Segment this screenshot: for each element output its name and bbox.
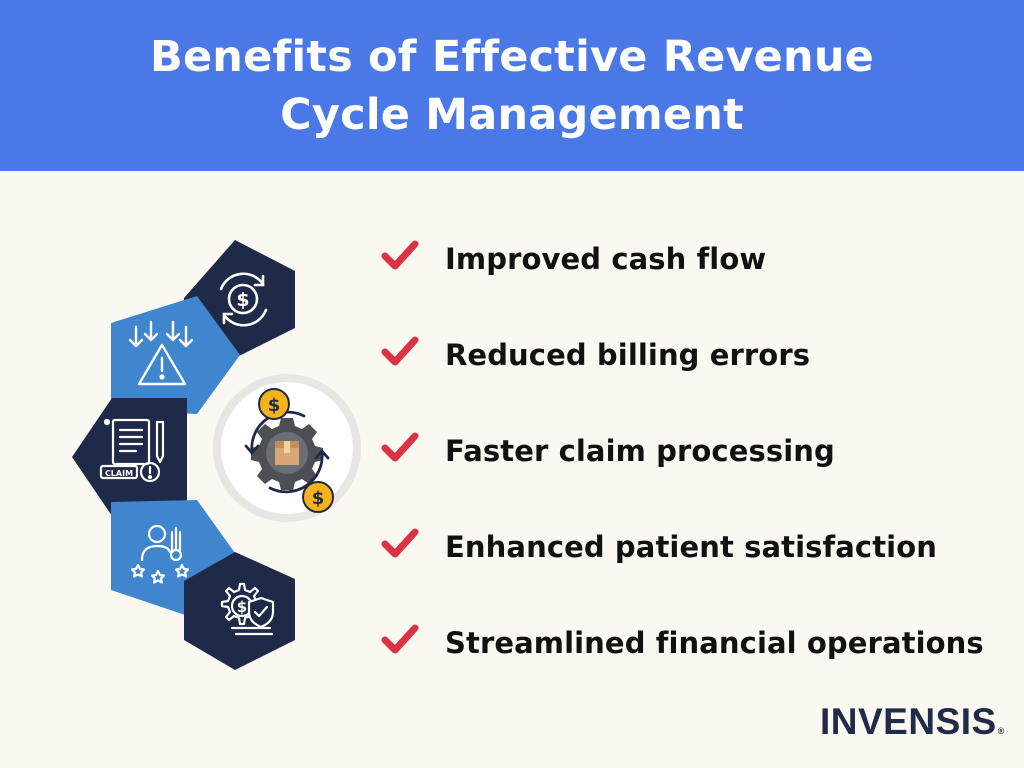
benefit-label: Enhanced patient satisfaction [445,530,937,564]
invensis-logo: INVENSIS® [820,700,1005,744]
check-icon [381,528,419,558]
title-line-1: Benefits of Effective Revenue [149,31,875,82]
benefit-label: Streamlined financial operations [445,626,984,660]
svg-text:$: $ [268,395,281,416]
benefit-label: Improved cash flow [445,242,767,276]
dollar-coin-icon: $ [302,481,334,513]
svg-text:$: $ [237,598,247,616]
dollar-coin-icon: $ [258,388,290,420]
logo-text: INVENSIS [820,701,997,742]
svg-text:$: $ [312,488,325,509]
list-item: Streamlined financial operations [380,620,1020,716]
list-item: Reduced billing errors [380,332,1020,428]
benefits-list: Improved cash flow Reduced billing error… [380,236,1020,716]
warning-arrows-icon [128,320,194,386]
list-item: Faster claim processing [380,428,1020,524]
hex-error-reduction [111,296,240,414]
benefit-label: Faster claim processing [445,434,835,468]
title-line-2: Cycle Management [280,89,744,140]
dollar-refresh-icon: $ [219,272,268,327]
claim-document-icon [99,418,165,483]
list-item: Improved cash flow [380,236,1020,332]
list-item: Enhanced patient satisfaction [380,524,1020,620]
patient-rating-icon [130,524,190,584]
gear-icon [251,418,323,490]
hex-financial-operations: $ [184,552,295,670]
check-icon [381,432,419,462]
benefit-label: Reduced billing errors [445,338,811,372]
gear-dollar-shield-icon: $ [220,582,275,636]
check-icon [381,336,419,366]
svg-text:$: $ [236,289,249,311]
header-banner: Benefits of Effective Revenue Cycle Mana… [0,0,1024,171]
check-icon [381,240,419,270]
check-icon [381,624,419,654]
cycle-arrows-icon [244,410,330,494]
hex-claim-processing: CLAIM [72,398,187,516]
center-revenue-cycle: $ $ [213,374,361,522]
registered-mark: ® [997,726,1005,736]
hexagon-illustration: $ CLAIM [72,240,361,670]
claim-label: CLAIM [105,469,133,478]
